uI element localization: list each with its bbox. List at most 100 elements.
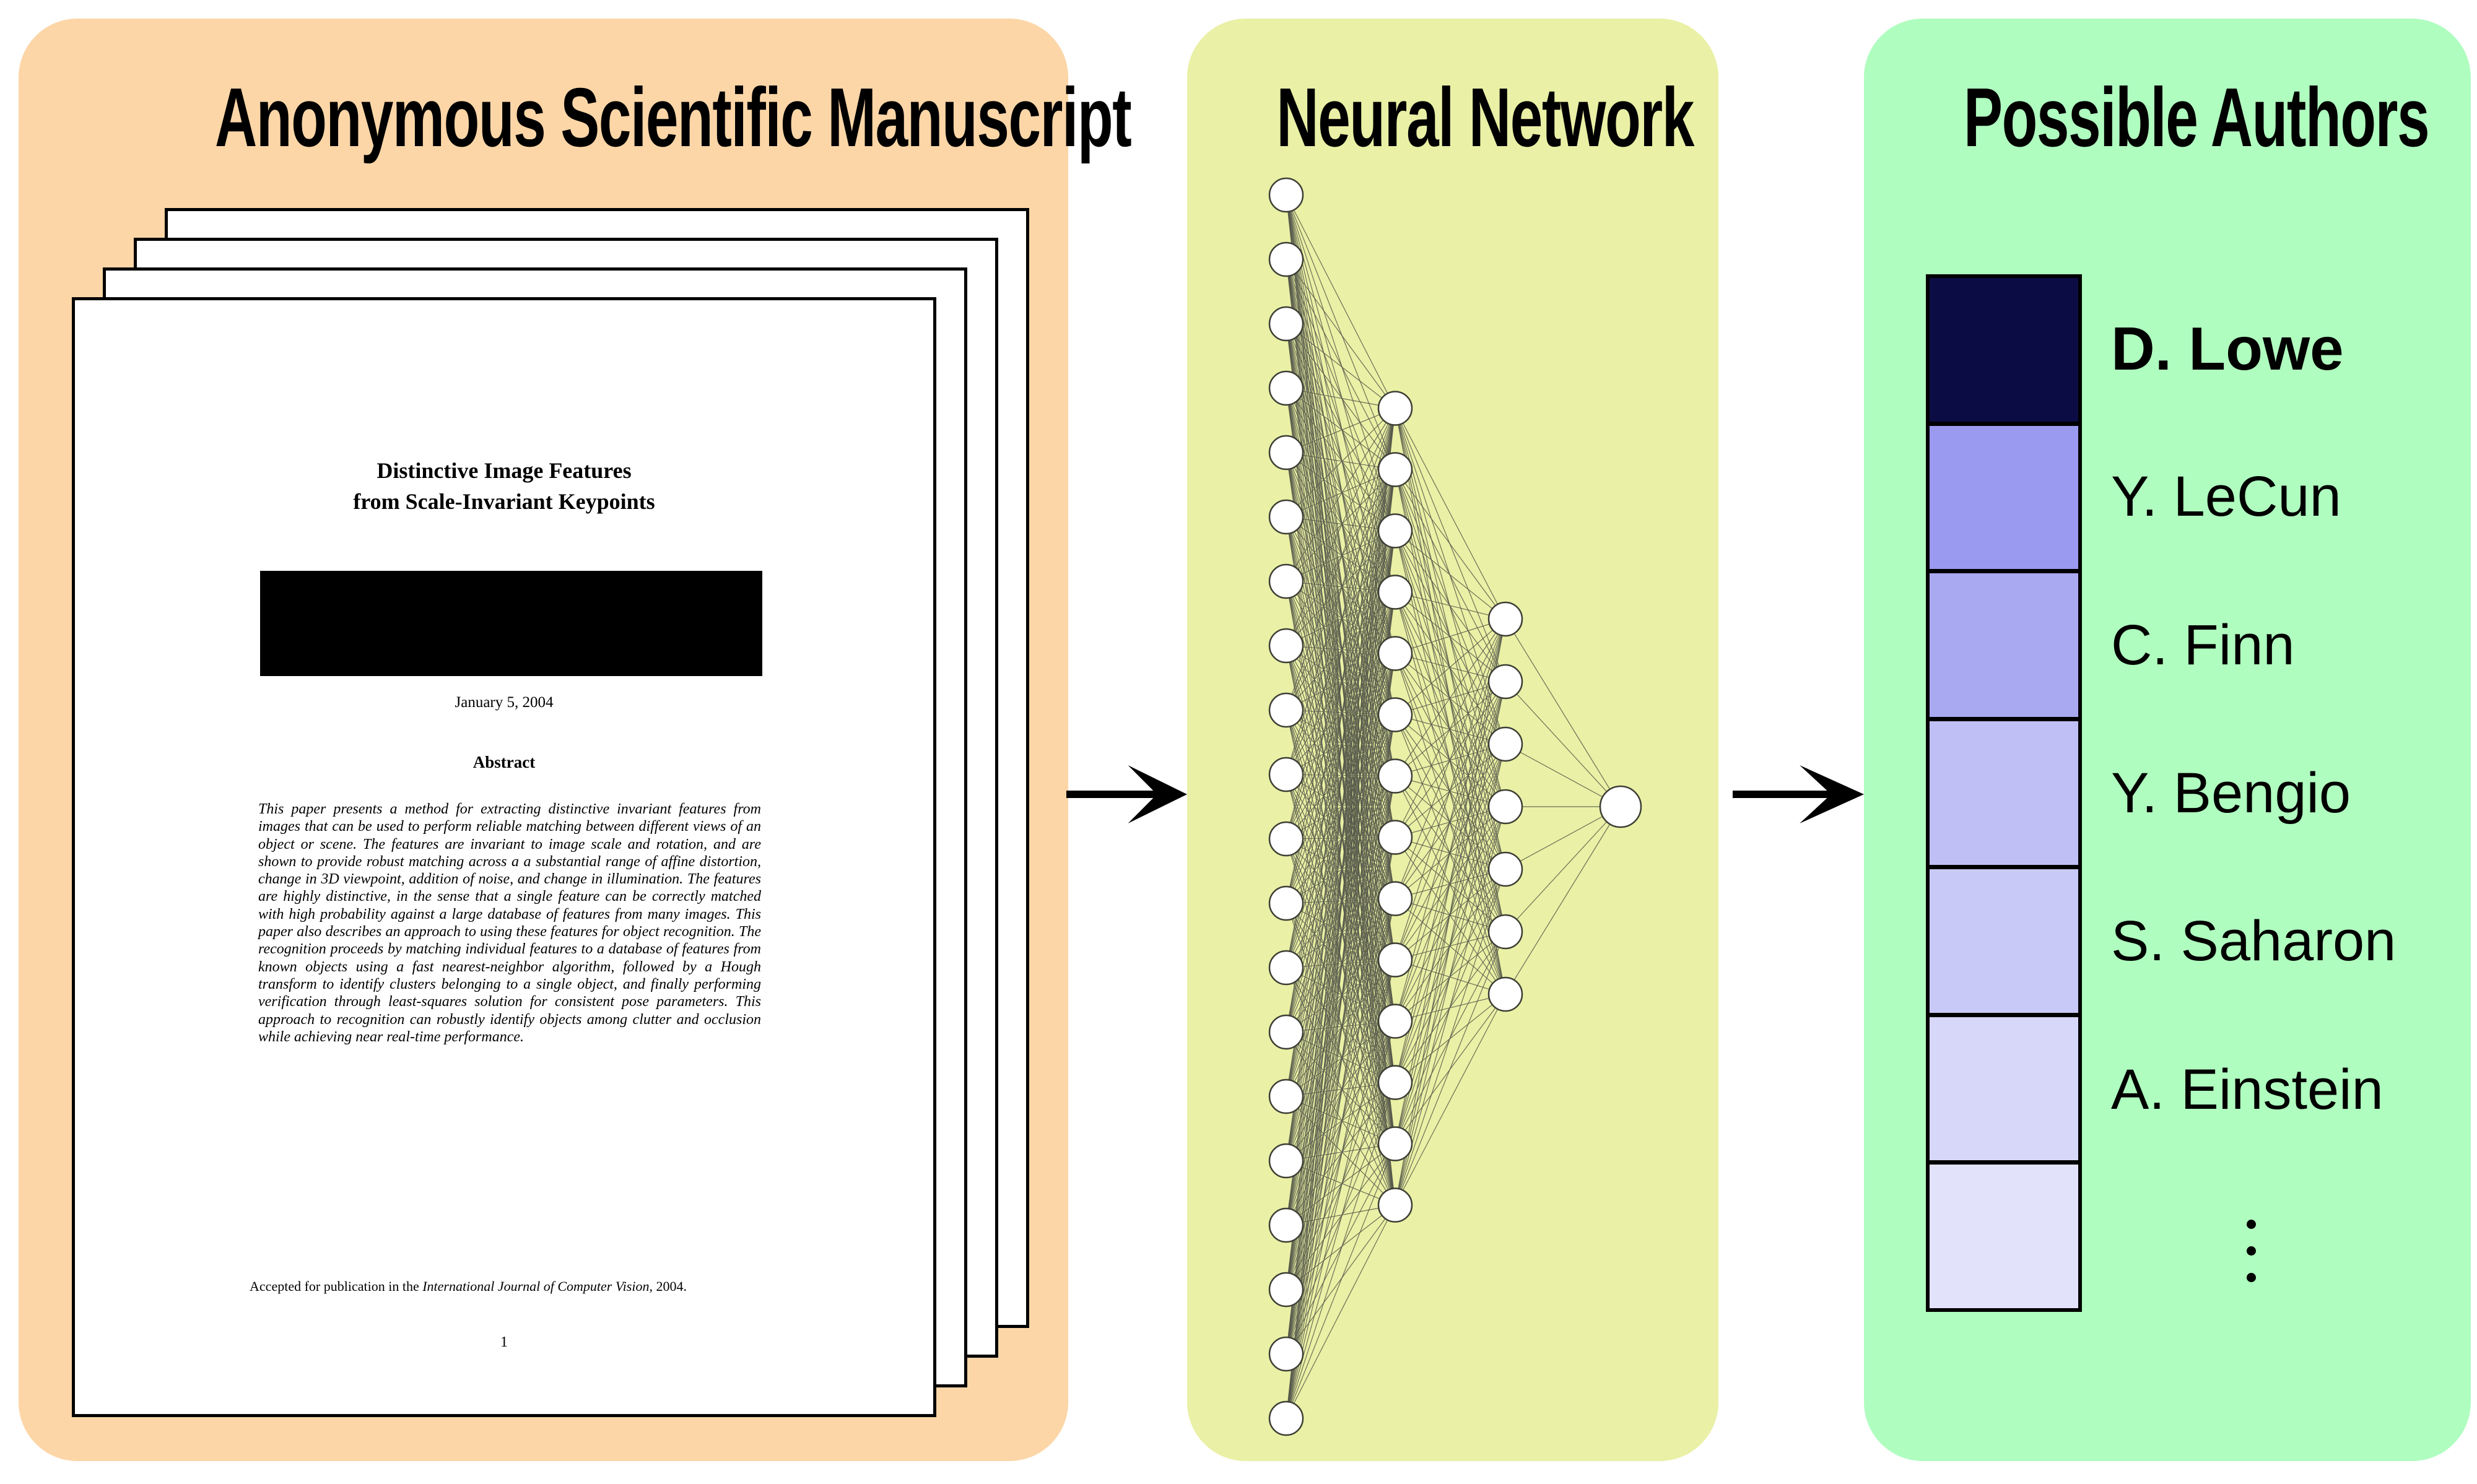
network-edge: [1505, 618, 1621, 807]
network-edge: [1286, 1082, 1396, 1290]
network-edge: [1505, 806, 1621, 870]
network-edge: [1286, 653, 1396, 775]
network-edge: [1286, 581, 1396, 776]
network-edge: [1286, 516, 1396, 532]
paper-footer-prefix: Accepted for publication in the: [250, 1278, 423, 1294]
network-edge: [1286, 516, 1396, 899]
abstract-text: This paper presents a method for extract…: [258, 801, 761, 1045]
network-edge: [1395, 618, 1506, 715]
network-edge: [1286, 1021, 1396, 1097]
network-node: [1377, 391, 1413, 426]
network-edge: [1286, 323, 1396, 715]
network-node: [1268, 241, 1304, 277]
network-edge: [1286, 960, 1396, 1226]
network-node: [1377, 513, 1413, 549]
network-edge: [1286, 959, 1396, 1033]
network-edge: [1286, 259, 1396, 531]
network-edge: [1286, 1021, 1396, 1419]
network-node: [1268, 435, 1304, 471]
network-edge: [1286, 323, 1396, 654]
network-edge: [1286, 194, 1396, 409]
network-edge: [1286, 531, 1396, 646]
network-edge: [1286, 776, 1396, 1419]
network-node: [1487, 664, 1523, 700]
network-edge: [1286, 516, 1396, 960]
network-edge: [1286, 581, 1396, 715]
network-edge: [1286, 259, 1396, 715]
network-edge: [1286, 1205, 1396, 1290]
network-edge: [1286, 774, 1396, 1205]
network-edge: [1505, 806, 1621, 995]
network-edge: [1395, 776, 1506, 870]
network-edge: [1395, 531, 1506, 620]
network-edge: [1395, 469, 1506, 682]
network-edge: [1286, 581, 1396, 654]
network-edge: [1286, 259, 1396, 470]
network-edge: [1286, 709, 1396, 1022]
network-edge: [1395, 869, 1506, 1205]
network-edge: [1286, 259, 1396, 592]
network-edge: [1286, 775, 1396, 840]
manuscript-panel-title: Anonymous Scientific Manuscript: [19, 68, 1132, 167]
network-edge: [1286, 388, 1396, 470]
network-edge: [1395, 618, 1506, 1144]
network-edge: [1395, 591, 1506, 620]
network-edge: [1286, 323, 1396, 592]
network-edge: [1286, 531, 1396, 840]
network-edge: [1286, 452, 1396, 471]
network-edge: [1286, 898, 1396, 968]
network-edge: [1286, 469, 1396, 711]
probability-bar-cell: [1930, 421, 2078, 570]
network-edge: [1286, 645, 1396, 654]
network-edge: [1286, 1160, 1396, 1206]
network-edge: [1286, 709, 1396, 716]
paper-footer: Accepted for publication in the Internat…: [143, 1278, 793, 1295]
network-edge: [1286, 645, 1396, 1022]
network-edge: [1286, 645, 1396, 1205]
network-edge: [1286, 516, 1396, 1083]
network-edge: [1286, 836, 1396, 904]
network-edge: [1286, 1020, 1396, 1033]
network-edge: [1395, 618, 1506, 1083]
network-node: [1268, 885, 1304, 921]
network-node: [1377, 942, 1413, 978]
network-edge: [1286, 592, 1396, 1419]
network-edge: [1395, 714, 1506, 807]
network-edge: [1286, 452, 1396, 715]
network-edge: [1286, 516, 1396, 776]
network-edge: [1286, 645, 1396, 776]
author-name: Y. Bengio: [2111, 762, 2351, 825]
network-edge: [1286, 645, 1396, 899]
network-edge: [1395, 776, 1506, 932]
network-node: [1487, 976, 1523, 1012]
paper-title: Distinctive Image Features from Scale-In…: [75, 455, 933, 517]
network-edge: [1286, 516, 1396, 1022]
network-edge: [1286, 259, 1396, 409]
network-node: [1268, 1272, 1304, 1308]
network-edge: [1286, 452, 1396, 776]
network-edge: [1286, 531, 1396, 711]
network-edge: [1286, 967, 1396, 1144]
network-edge: [1395, 837, 1506, 995]
network-node: [1377, 820, 1413, 855]
network-edge: [1286, 581, 1396, 1144]
network-edge: [1286, 903, 1396, 1144]
network-edge: [1286, 469, 1396, 775]
network-edge: [1286, 469, 1396, 1419]
network-edge: [1286, 388, 1396, 838]
abstract-heading: Abstract: [472, 753, 536, 771]
network-edge: [1286, 388, 1396, 531]
network-edge: [1286, 709, 1396, 1205]
network-edge: [1286, 1205, 1396, 1355]
network-edge: [1286, 714, 1396, 968]
network-node: [1487, 601, 1523, 637]
network-edge: [1286, 408, 1396, 518]
network-edge: [1286, 776, 1396, 968]
network-edge: [1286, 967, 1396, 1083]
network-edge: [1395, 531, 1506, 682]
author-name: C. Finn: [2111, 614, 2295, 677]
network-edge: [1286, 581, 1396, 1083]
network-node: [1268, 1143, 1304, 1179]
author-name: A. Einstein: [2111, 1058, 2383, 1121]
